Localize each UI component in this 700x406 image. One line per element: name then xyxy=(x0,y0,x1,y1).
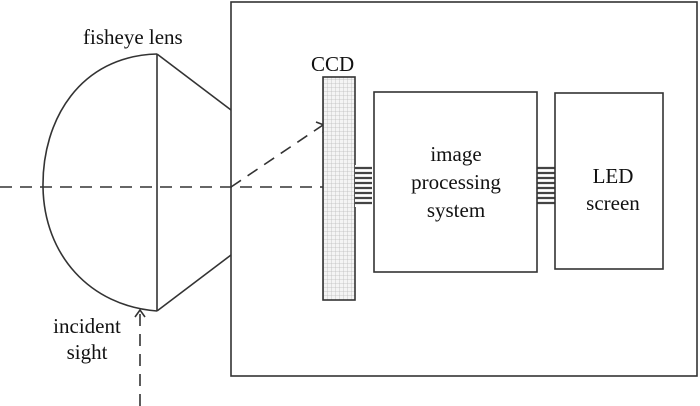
image-processing-label-3: system xyxy=(427,198,485,222)
image-processing-box xyxy=(373,91,538,273)
incident-sight-label-2: sight xyxy=(67,340,108,364)
ccd-label: CCD xyxy=(311,52,354,76)
fisheye-lens xyxy=(42,53,232,312)
led-screen-box xyxy=(554,92,664,270)
image-processing-label-2: processing xyxy=(411,170,501,194)
led-screen-label-2: screen xyxy=(586,191,640,215)
processor-connector xyxy=(537,166,555,205)
refracted-ray xyxy=(230,124,324,188)
led-screen-label-1: LED xyxy=(593,164,634,188)
fisheye-lens-label: fisheye lens xyxy=(83,25,183,49)
image-processing-label-1: image xyxy=(430,142,481,166)
camera-body-box xyxy=(230,1,698,377)
ccd-sensor xyxy=(322,76,356,301)
ccd-connector xyxy=(355,165,372,207)
arrowhead-icon xyxy=(134,308,146,318)
incident-sight-label-1: incident xyxy=(53,314,121,338)
